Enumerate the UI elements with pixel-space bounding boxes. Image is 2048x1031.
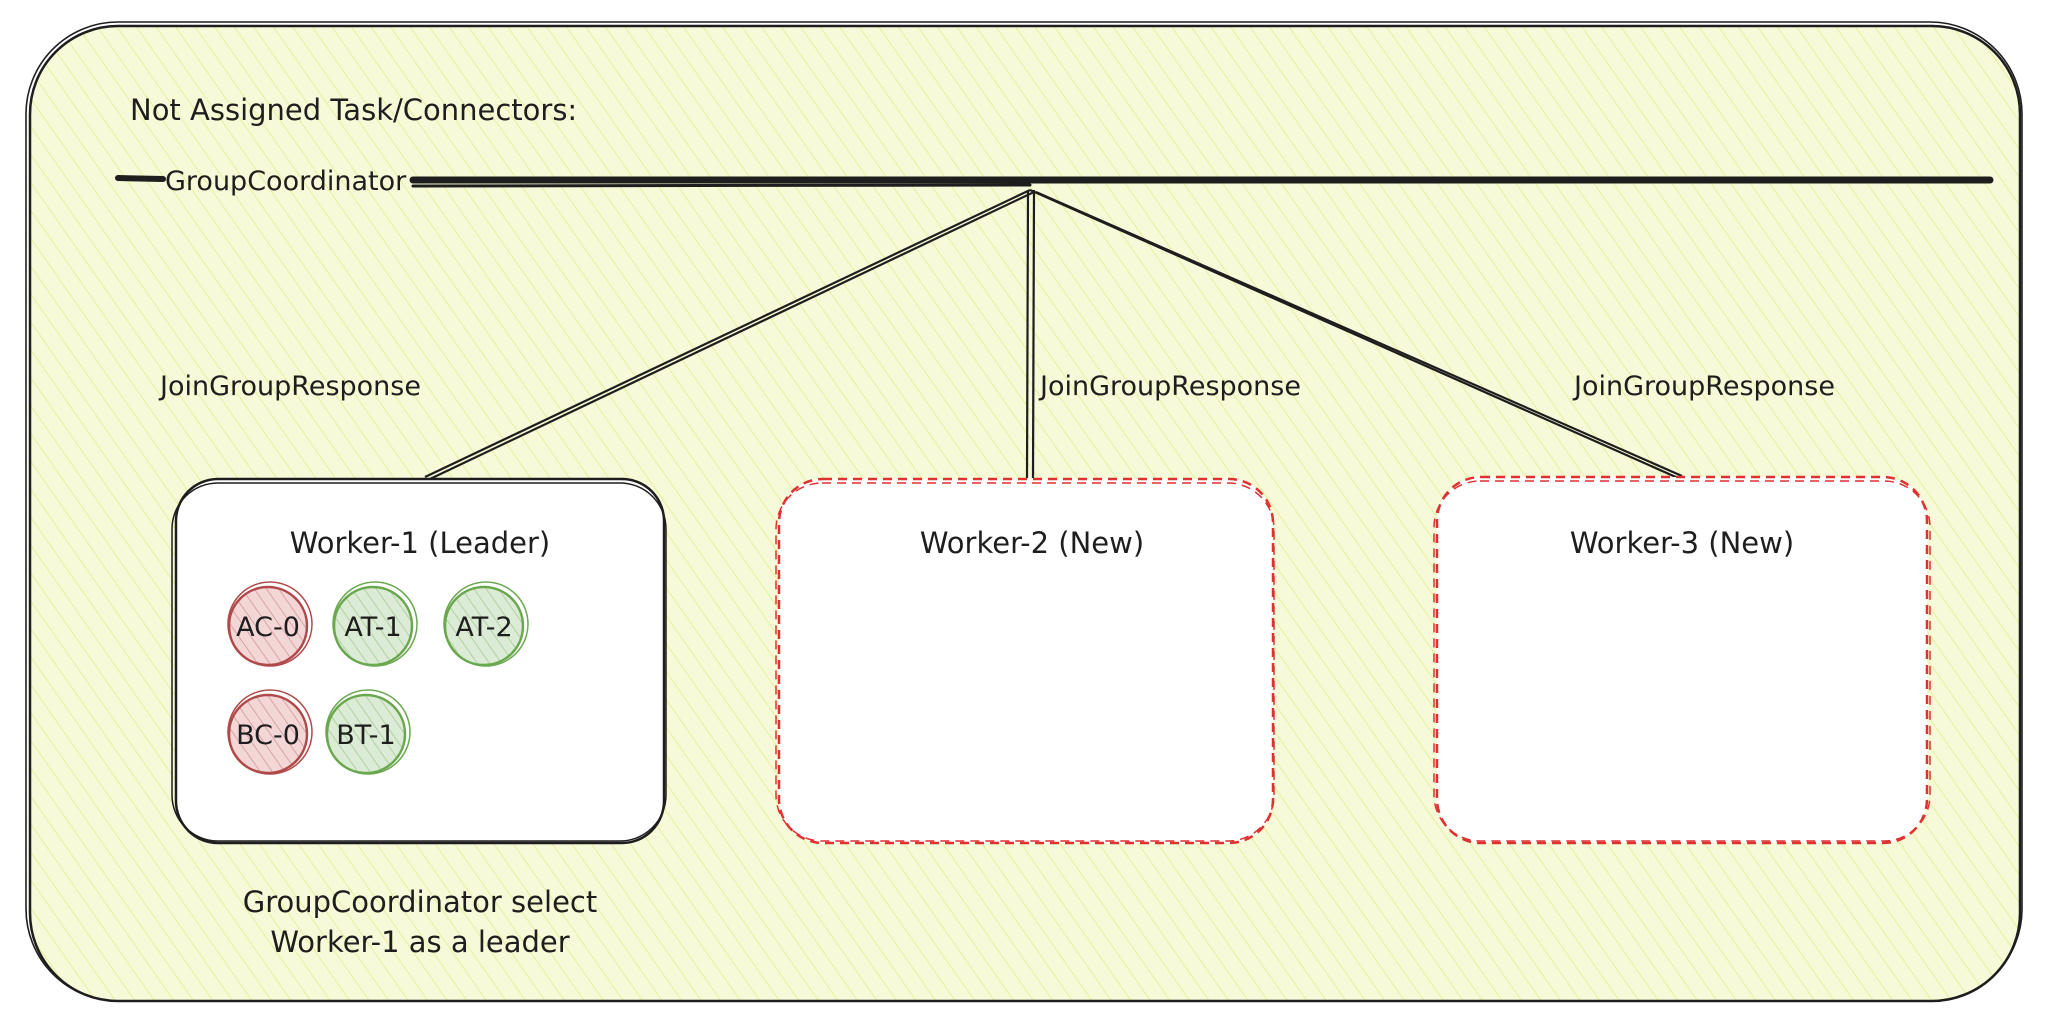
worker-1-items: AC-0 AT-1 AT-2 BC-0 BT-1 xyxy=(227,581,529,775)
item-at-1-label: AT-1 xyxy=(344,612,401,643)
item-bc-0: BC-0 xyxy=(227,689,313,775)
worker-3-title: Worker-3 (New) xyxy=(1570,526,1794,560)
item-ac-0-label: AC-0 xyxy=(236,612,300,643)
header-label: Not Assigned Task/Connectors: xyxy=(130,93,577,127)
join-group-response-label-1: JoinGroupResponse xyxy=(158,371,421,402)
worker-2-box: Worker-2 (New) xyxy=(775,477,1275,845)
connection-lines xyxy=(424,188,1683,480)
item-ac-0: AC-0 xyxy=(227,581,313,667)
line-to-worker-3-b xyxy=(1035,190,1683,478)
coordinator-label: GroupCoordinator xyxy=(165,166,407,197)
worker-2-title: Worker-2 (New) xyxy=(920,526,1144,560)
worker-3-box: Worker-3 (New) xyxy=(1433,475,1931,845)
caption: GroupCoordinator select Worker-1 as a le… xyxy=(243,885,597,959)
line-to-worker-2-b xyxy=(1031,189,1036,479)
item-bt-1-label: BT-1 xyxy=(336,720,395,751)
worker-1-box: Worker-1 (Leader) xyxy=(171,477,667,845)
item-bt-1: BT-1 xyxy=(325,689,411,775)
caption-line-1: GroupCoordinator select xyxy=(243,885,597,919)
worker-1-title: Worker-1 (Leader) xyxy=(290,526,551,560)
join-group-response-label-3: JoinGroupResponse xyxy=(1572,371,1835,402)
item-at-2-label: AT-2 xyxy=(455,612,512,643)
item-at-1: AT-1 xyxy=(332,581,418,667)
caption-line-2: Worker-1 as a leader xyxy=(270,925,569,959)
coordinator-bar xyxy=(115,175,1994,188)
item-at-2: AT-2 xyxy=(443,581,529,667)
line-to-worker-1 xyxy=(424,189,1031,478)
item-bc-0-label: BC-0 xyxy=(236,720,300,751)
join-group-response-label-2: JoinGroupResponse xyxy=(1038,371,1301,402)
line-to-worker-1-b xyxy=(429,191,1035,480)
line-to-worker-2 xyxy=(1025,189,1030,479)
